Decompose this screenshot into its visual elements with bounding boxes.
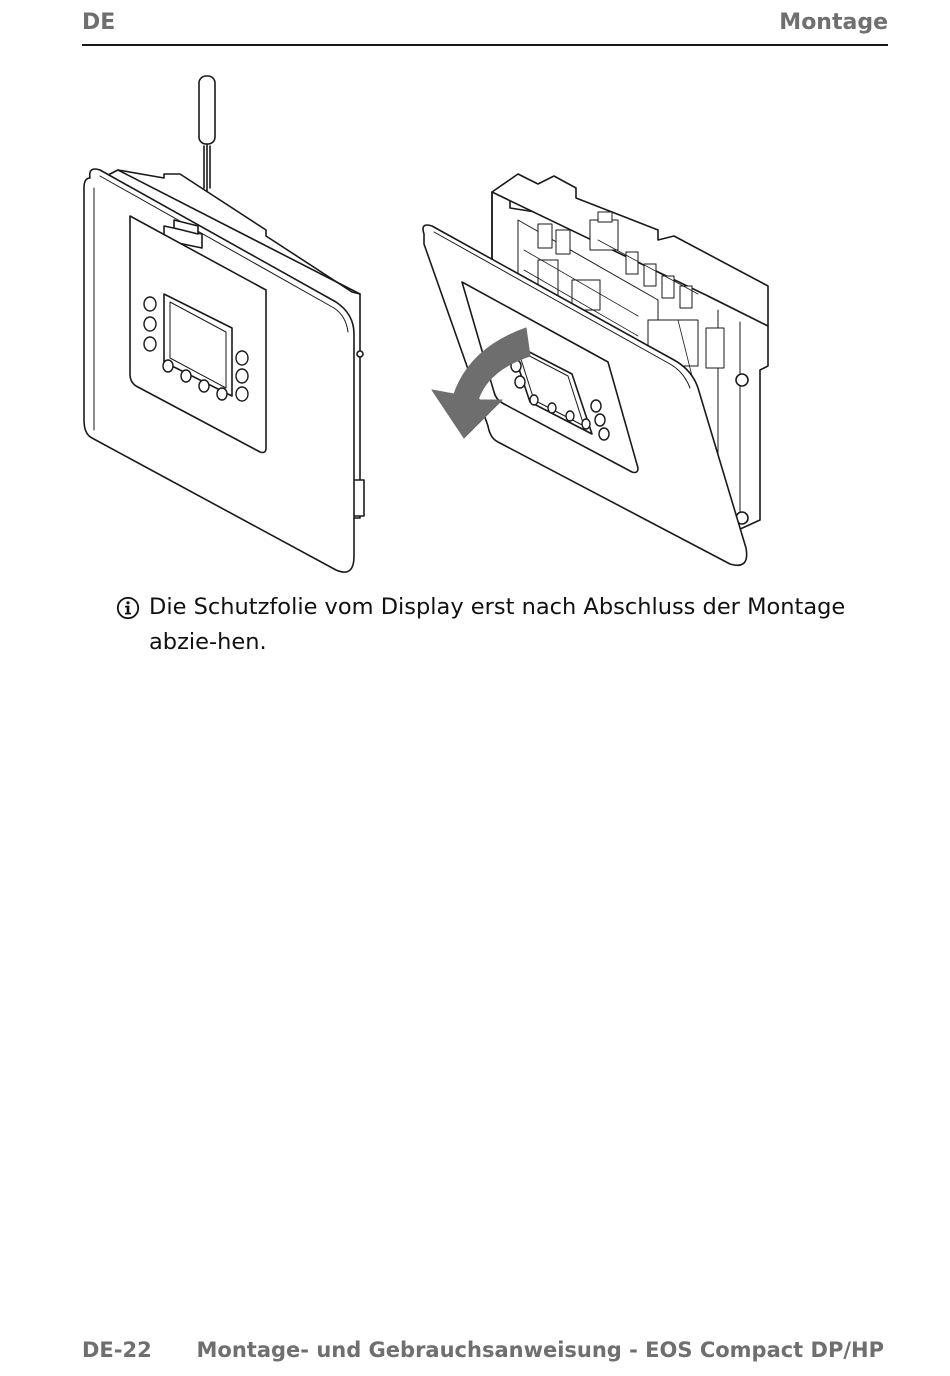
header-divider [82, 44, 888, 46]
info-note-text: Die Schutzfolie vom Display erst nach Ab… [149, 594, 846, 655]
header-section-title: Montage [779, 10, 888, 35]
footer-document-title: Montage- und Gebrauchsanweisung - EOS Co… [196, 1338, 884, 1362]
mounting-illustration [83, 75, 769, 573]
header-language: DE [82, 10, 116, 35]
footer-page-number: DE-22 [82, 1338, 152, 1362]
opened-controller-drawing [422, 173, 769, 567]
info-icon [116, 596, 140, 620]
open-direction-arrow-icon [431, 327, 531, 439]
screwdriver-icon [198, 75, 216, 256]
closed-controller-drawing [83, 75, 365, 573]
